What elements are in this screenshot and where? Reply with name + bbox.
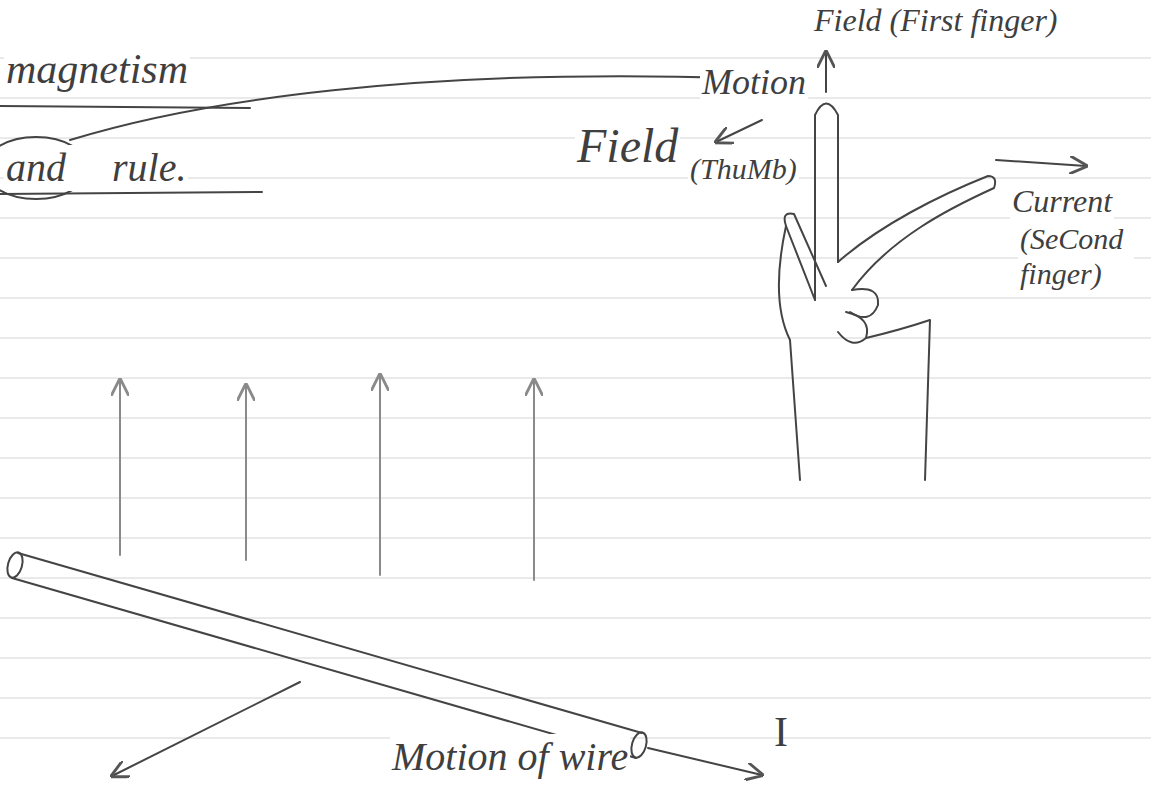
heading: magnetism <box>4 45 190 93</box>
axis-label: Current <box>1010 183 1114 220</box>
heading-marks <box>0 76 735 199</box>
field-arrows <box>120 375 534 580</box>
axis-label: Motion <box>700 62 808 103</box>
wire-label: Motion of wire <box>390 734 630 780</box>
axis-note: (SeCond finger) <box>1018 222 1134 291</box>
ruled-lines <box>0 58 1151 738</box>
wire <box>5 551 762 776</box>
current-symbol: I <box>772 708 790 756</box>
axis-label: Field (First finger) <box>812 2 1060 39</box>
field-label: Field <box>575 118 680 173</box>
heading: and rule. <box>4 145 188 191</box>
axis-note: (ThuMb) <box>688 152 799 187</box>
